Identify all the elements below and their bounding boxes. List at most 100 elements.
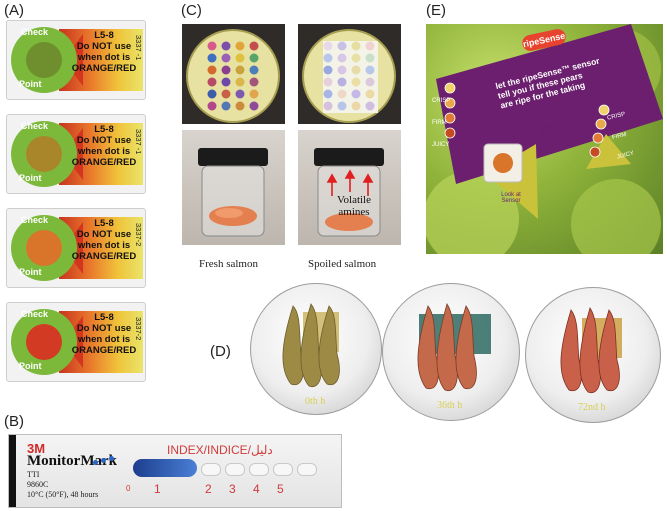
caption-spoiled-salmon: Spoiled salmon (308, 258, 377, 270)
spoiled-dye-dot (337, 53, 347, 63)
annotation-line-1: Volatile (336, 194, 371, 206)
warning-line-3: ORANGE/RED (71, 251, 137, 262)
fresh-dye-dot (235, 53, 245, 63)
ring-text-top: Check (21, 215, 49, 225)
warning-line-1: Do NOT use (76, 135, 132, 146)
shrimp-dish-72h: 72nd h (525, 287, 661, 423)
index-label: INDEX/INDICE/دليل (167, 443, 273, 457)
index-number-4: 4 (253, 482, 260, 496)
spoiled-dye-dot (365, 41, 375, 51)
index-number-5: 5 (277, 482, 284, 496)
brand-3m: 3M (27, 441, 46, 456)
spoiled-dye-dot (351, 77, 361, 87)
annotation-line-2: amines (338, 206, 370, 218)
warning-line-2: when dot is (77, 146, 131, 157)
spoiled-dye-dot (365, 53, 375, 63)
spoiled-dye-dot (323, 77, 333, 87)
ring-text-bottom: Point (19, 173, 42, 183)
spoiled-dye-dot (337, 77, 347, 87)
spoiled-dye-dot (365, 89, 375, 99)
fresh-dye-dot (235, 89, 245, 99)
shrimp-0h-svg (282, 303, 340, 388)
right-scale-dot (595, 118, 607, 130)
product-name: MonitorMark (27, 453, 117, 469)
fresh-salmon-jar-photo (182, 130, 285, 245)
ring-text-bottom: Point (19, 267, 42, 277)
spoiled-salmon-jar-photo: Volatile amines (298, 130, 401, 245)
ring-text-top: Check (21, 121, 49, 131)
fresh-dye-dot (207, 77, 217, 87)
right-scale-dot (598, 104, 610, 116)
spoiled-dye-dot (337, 101, 347, 111)
left-scale-juicy: JUICY (432, 142, 450, 148)
panel-label-a: (A) (4, 2, 24, 19)
left-scale-dot (444, 127, 456, 139)
fresh-dye-dot (249, 53, 259, 63)
ripesense-package-photo: ripeSense let the ripeSense™ sensor tell… (426, 24, 663, 254)
side-code: 3337 -1 (134, 129, 143, 155)
indicator-dot (26, 324, 62, 360)
blue-dot-2 (101, 458, 106, 463)
label-code: L5-8 (94, 218, 114, 229)
index-number-2: 2 (205, 482, 212, 496)
fresh-dye-dot (249, 41, 259, 51)
fresh-jar-svg (198, 148, 268, 237)
product-model: TTI (27, 470, 40, 479)
monitormark-strip: 3M MonitorMark TTI 9860C 10°C (50°F), 48… (8, 434, 342, 508)
ring-text-bottom: Point (19, 361, 42, 371)
indicator-dot (26, 230, 62, 266)
warning-line-2: when dot is (77, 52, 131, 63)
spoiled-dye-dot (337, 65, 347, 75)
fresh-dye-dot (221, 53, 231, 63)
indicator-window-4 (273, 463, 293, 476)
look-at-sensor-bottom: Look at Sensor (501, 192, 521, 204)
spoiled-dye-dot (351, 89, 361, 99)
panel-label-c: (C) (181, 2, 202, 19)
fresh-dye-dot (207, 89, 217, 99)
fresh-dye-dot (235, 101, 245, 111)
fresh-dye-dot (221, 101, 231, 111)
warning-line-1: Do NOT use (76, 41, 132, 52)
time-label-0h: 0th h (305, 396, 326, 407)
fresh-plate-svg (186, 29, 280, 123)
panel-label-b: (B) (4, 413, 24, 430)
spoiled-dye-dot (365, 101, 375, 111)
side-code: 3337-2 (134, 317, 143, 341)
indicator-window-2 (225, 463, 245, 476)
spoiled-plate-photo (298, 24, 401, 124)
indicator-window-5 (297, 463, 317, 476)
indicator-dot (26, 42, 62, 78)
ripesense-package-svg (426, 24, 663, 254)
warning-line-1: Do NOT use (76, 323, 132, 334)
spoiled-dye-dot (323, 65, 333, 75)
spoiled-dye-dot (351, 41, 361, 51)
left-scale-dot (444, 112, 456, 124)
fresh-dye-dot (221, 77, 231, 87)
fresh-dye-dot (235, 65, 245, 75)
shrimp-72h-svg (560, 307, 622, 394)
side-code: 3337-2 (134, 223, 143, 247)
left-scale-dot (444, 97, 456, 109)
product-spec: 10°C (50°F), 48 hours (27, 490, 99, 499)
right-scale-dot (589, 146, 601, 158)
left-scale-firm: FIRM (432, 120, 447, 126)
label-code: L5-8 (94, 312, 114, 323)
shrimp-36h-svg (417, 303, 491, 392)
spoiled-dye-dot (337, 41, 347, 51)
fresh-dye-dot (235, 41, 245, 51)
spoiled-dye-dot (351, 101, 361, 111)
fresh-dye-dot (207, 101, 217, 111)
fresh-dye-dot (207, 53, 217, 63)
ring-text-bottom: Point (19, 79, 42, 89)
label-code: L5-8 (94, 124, 114, 135)
blue-dot-3 (109, 456, 114, 461)
